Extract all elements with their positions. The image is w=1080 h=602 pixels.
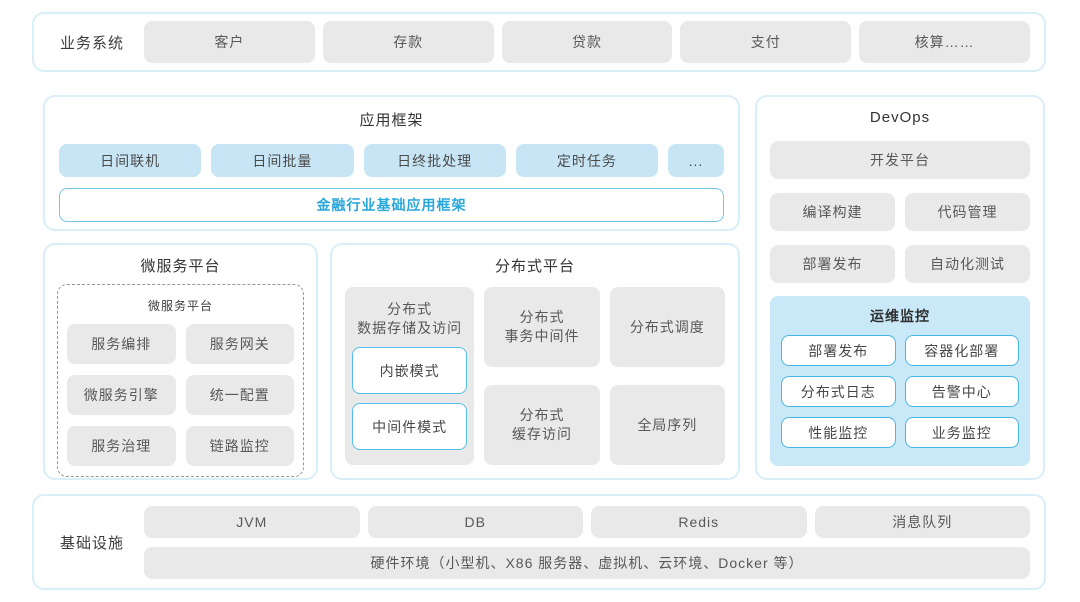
hardware-environment: 硬件环境（小型机、X86 服务器、虚拟机、云环境、Docker 等） [144,546,1030,579]
business-item-payment: 支付 [680,21,852,63]
distributed-storage-block: 分布式 数据存储及访问 内嵌模式 中间件模式 [345,287,475,465]
framework-item-more: ... [668,144,724,177]
infrastructure-label: 基础设施 [59,534,124,552]
devops-section: DevOps 开发平台 编译构建 代码管理 部署发布 自动化测试 运维监控 部署… [755,95,1045,480]
monitor-item-deploy: 部署发布 [781,335,896,366]
storage-mode-embedded: 内嵌模式 [352,347,468,394]
distributed-storage-label: 分布式 数据存储及访问 [352,300,467,338]
ms-item-config: 统一配置 [185,375,294,415]
framework-item-scheduled-task: 定时任务 [515,144,658,177]
framework-item-eod-batch: 日终批处理 [363,144,506,177]
business-item-loan: 贷款 [501,21,673,63]
ms-item-governance: 服务治理 [67,426,176,466]
monitor-item-dist-log: 分布式日志 [781,376,896,407]
distributed-scheduling-block: 分布式调度 [609,287,725,367]
ms-item-engine: 微服务引擎 [67,375,176,415]
microservice-grid: 服务编排 服务网关 微服务引擎 统一配置 服务治理 链路监控 [67,324,294,466]
devops-dev-platform: 开发平台 [770,141,1030,179]
distributed-transaction-block: 分布式 事务中间件 [484,287,600,367]
storage-label-line2: 数据存储及访问 [357,320,463,336]
storage-mode-middleware: 中间件模式 [352,403,468,450]
business-systems-label: 业务系统 [59,34,124,52]
transaction-label: 分布式 事务中间件 [504,308,579,346]
business-item-customer: 客户 [144,21,315,63]
devops-item-code-mgmt: 代码管理 [905,193,1030,231]
app-framework-row: 日间联机 日间批量 日终批处理 定时任务 ... [59,144,724,177]
monitor-item-alert-center: 告警中心 [904,376,1019,407]
devops-title: DevOps [869,109,931,126]
ms-item-gateway: 服务网关 [185,324,294,364]
ms-item-orchestration: 服务编排 [67,324,176,364]
infrastructure-section: 基础设施 JVM DB Redis 消息队列 硬件环境（小型机、X86 服务器、… [32,494,1046,590]
distributed-sequence-block: 全局序列 [609,385,725,465]
microservice-platform-section: 微服务平台 微服务平台 服务编排 服务网关 微服务引擎 统一配置 服务治理 链路… [43,243,318,480]
app-framework-section: 应用框架 日间联机 日间批量 日终批处理 定时任务 ... 金融行业基础应用框架 [43,95,740,231]
microservice-title: 微服务平台 [140,258,221,275]
infra-item-jvm: JVM [144,505,360,538]
storage-label-line1: 分布式 [387,301,433,317]
business-item-accounting: 核算…… [859,21,1030,63]
infra-item-mq: 消息队列 [814,505,1030,538]
devops-item-build: 编译构建 [770,193,895,231]
app-framework-title: 应用框架 [359,112,424,129]
infrastructure-body: JVM DB Redis 消息队列 硬件环境（小型机、X86 服务器、虚拟机、云… [144,505,1030,579]
devops-item-deploy: 部署发布 [770,245,895,283]
transaction-line2: 事务中间件 [504,328,580,344]
business-item-deposit: 存款 [322,21,494,63]
distributed-title: 分布式平台 [494,258,575,275]
ops-monitoring-title: 运维监控 [870,308,930,324]
distributed-cache-block: 分布式 缓存访问 [484,385,600,465]
business-systems-row: 客户 存款 贷款 支付 核算…… [144,21,1030,63]
distributed-platform-section: 分布式平台 分布式 数据存储及访问 内嵌模式 中间件模式 分布式 事务中间件 分… [330,243,740,480]
distributed-body: 分布式 数据存储及访问 内嵌模式 中间件模式 分布式 事务中间件 分布式 缓存访… [345,287,725,465]
devops-item-auto-test: 自动化测试 [905,245,1030,283]
infrastructure-row: JVM DB Redis 消息队列 [144,505,1030,538]
monitor-item-performance: 性能监控 [781,417,896,448]
financial-base-framework: 金融行业基础应用框架 [59,188,724,222]
transaction-line1: 分布式 [519,309,565,325]
ops-monitoring-panel: 运维监控 部署发布 容器化部署 分布式日志 告警中心 性能监控 业务监控 [770,296,1030,466]
framework-item-daytime-batch: 日间批量 [211,144,354,177]
monitor-item-container: 容器化部署 [904,335,1019,366]
distributed-right-column: 分布式调度 全局序列 [609,287,725,465]
business-systems-section: 业务系统 客户 存款 贷款 支付 核算…… [32,12,1046,72]
cache-line2: 缓存访问 [511,426,572,442]
cache-line1: 分布式 [519,407,565,423]
microservice-inner-title: 微服务平台 [147,299,213,313]
infra-item-redis: Redis [591,505,807,538]
microservice-inner-box: 微服务平台 服务编排 服务网关 微服务引擎 统一配置 服务治理 链路监控 [57,284,304,477]
ops-monitoring-grid: 部署发布 容器化部署 分布式日志 告警中心 性能监控 业务监控 [781,335,1019,448]
monitor-item-business: 业务监控 [904,417,1019,448]
ms-item-trace-monitor: 链路监控 [185,426,294,466]
cache-label: 分布式 缓存访问 [512,406,572,444]
infra-item-db: DB [367,505,583,538]
devops-grid: 编译构建 代码管理 部署发布 自动化测试 [770,193,1030,283]
framework-item-daytime-online: 日间联机 [59,144,202,177]
distributed-middle-column: 分布式 事务中间件 分布式 缓存访问 [484,287,600,465]
